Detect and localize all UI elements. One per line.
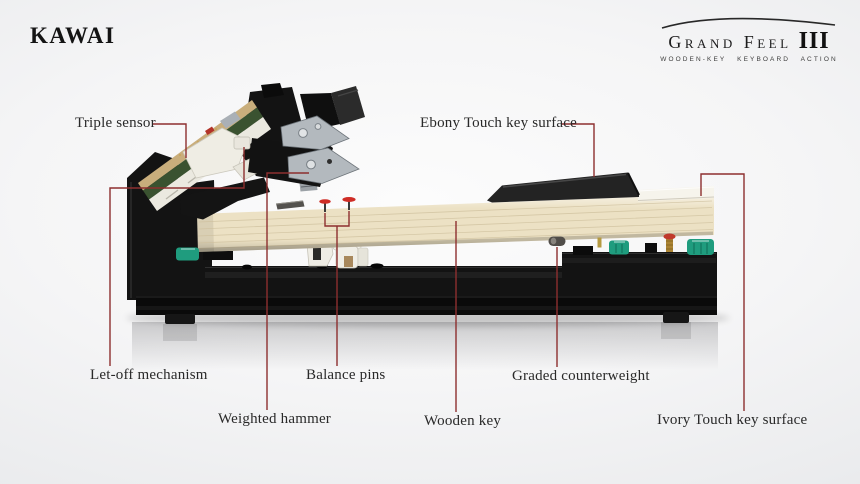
gold-pin	[597, 237, 602, 248]
hammer-weights	[280, 115, 360, 184]
callout-lines	[109, 123, 745, 412]
product-name: Grand Feel	[668, 32, 792, 52]
line-balance-pins	[324, 211, 350, 366]
line-weighted-hammer	[266, 172, 309, 410]
felt-pad-right	[687, 239, 714, 255]
line-triple-sensor	[152, 123, 187, 158]
logo-swoosh	[661, 17, 836, 29]
callout-label-graded-counterweight: Graded counterweight	[512, 368, 650, 384]
felt-pad-left	[176, 247, 199, 261]
callout-label-letoff: Let-off mechanism	[90, 367, 208, 383]
hammer-assembly	[138, 83, 365, 220]
floor-reflection	[126, 310, 730, 370]
key-felt-pad	[276, 200, 305, 210]
line-ivory-surface	[700, 173, 745, 411]
kawai-logo: KAWAI	[30, 23, 116, 48]
regulation-hardware	[176, 233, 714, 261]
ivory-key-surface	[637, 186, 715, 202]
wooden-key	[197, 172, 715, 252]
callout-label-ebony-surface: Ebony Touch key surface	[420, 115, 577, 131]
felt-pad-mid	[609, 240, 629, 255]
letoff-button	[233, 136, 251, 150]
callout-label-wooden-key: Wooden key	[424, 413, 502, 429]
line-ebony-surface	[561, 123, 595, 177]
product-numeral: III	[798, 28, 830, 54]
grand-feel-logo: Grand Feel III WOODEN-KEY KEYBOARD ACTIO…	[653, 16, 845, 63]
line-letoff	[109, 147, 245, 366]
balance-pin-highlights	[319, 197, 356, 204]
product-tagline: WOODEN-KEY KEYBOARD ACTION	[660, 56, 838, 63]
counterweight	[548, 236, 566, 246]
callout-label-weighted-hammer: Weighted hammer	[218, 411, 332, 427]
callout-label-triple-sensor: Triple sensor	[75, 115, 156, 131]
callout-label-ivory-surface: Ivory Touch key surface	[657, 412, 808, 428]
callout-label-balance-pins: Balance pins	[306, 367, 386, 383]
ebony-key-surface	[487, 172, 640, 203]
